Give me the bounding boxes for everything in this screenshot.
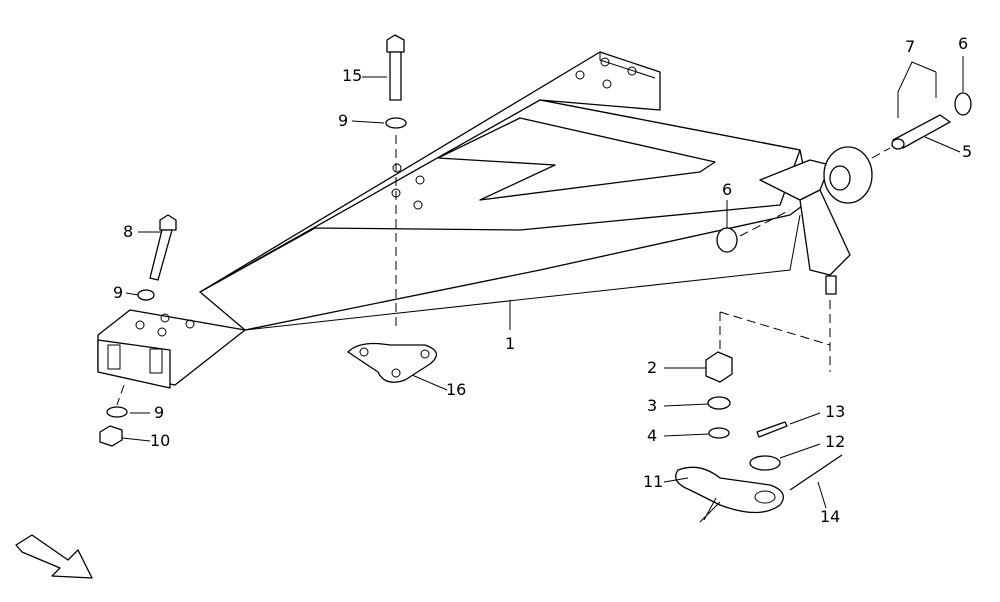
spring-14 (789, 454, 843, 491)
callout-14: 14 (820, 507, 841, 526)
callout-7: 7 (905, 37, 916, 56)
direction-arrow-icon (15, 534, 93, 579)
callout-5: 5 (962, 142, 973, 161)
bolt-15 (385, 34, 407, 129)
callout-11: 11 (643, 472, 664, 491)
callout-16: 16 (446, 380, 467, 399)
callout-4: 4 (647, 426, 658, 445)
callout-1: 1 (505, 334, 516, 353)
callout-3: 3 (647, 396, 658, 415)
callout-8: 8 (123, 222, 134, 241)
callout-9: 9 (154, 403, 165, 422)
a-frame-part-1 (97, 51, 873, 389)
bolt-8 (137, 214, 177, 301)
callout-15: 15 (342, 66, 363, 85)
callout-6: 6 (722, 180, 733, 199)
nut-2 (705, 351, 733, 383)
callout-13: 13 (825, 402, 846, 421)
pin-13 (756, 421, 788, 438)
latch-11 (675, 466, 784, 514)
callout-6: 6 (958, 34, 969, 53)
callout-12: 12 (825, 432, 846, 451)
callout-9: 9 (113, 283, 124, 302)
callout-2: 2 (647, 358, 658, 377)
callout-9: 9 (338, 111, 349, 130)
plate-16 (347, 342, 437, 383)
callout-10: 10 (150, 431, 171, 450)
